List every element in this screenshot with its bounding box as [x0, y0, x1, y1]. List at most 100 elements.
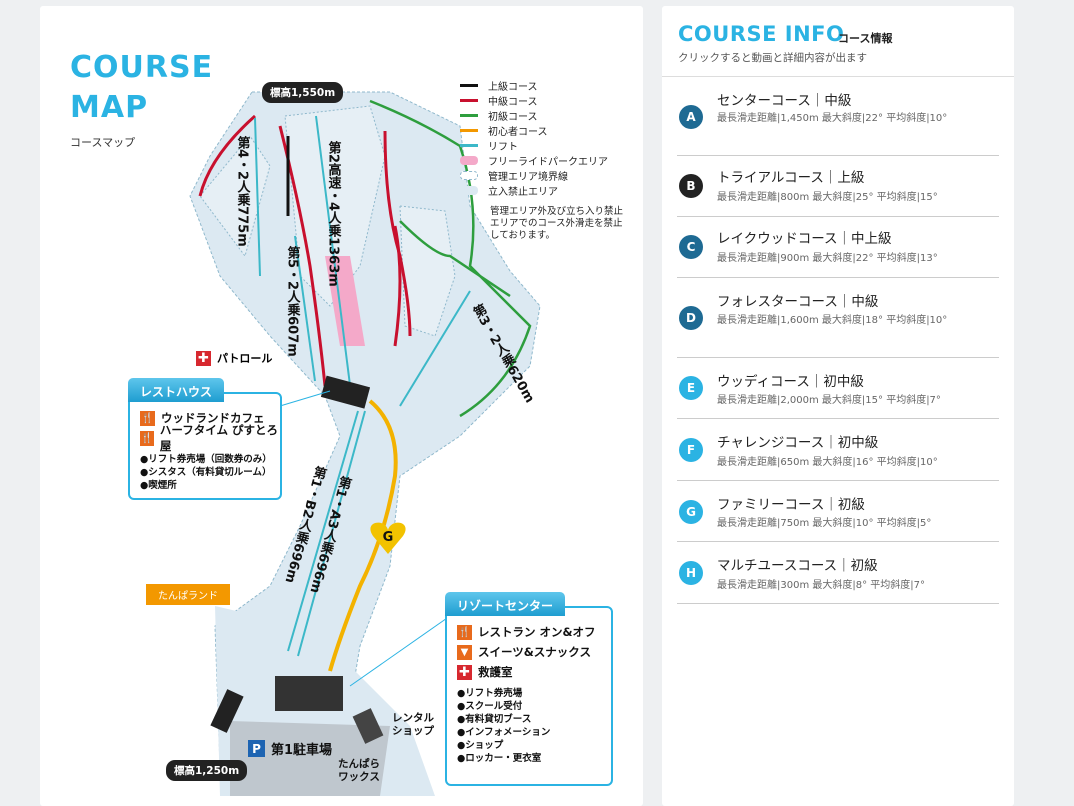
elevation-top-tag: 標高1,550m [262, 82, 344, 103]
legend-item: 立入禁止エリア [460, 183, 608, 198]
course-spec: 最長滑走距離|1,450m 最大斜度|22° 平均斜度|10° [717, 113, 948, 124]
course-item-b[interactable]: B トライアルコース｜上級 最長滑走距離|800m 最大斜度|25° 平均斜度|… [677, 156, 999, 217]
map-title-line1: COURSE [70, 50, 214, 85]
patrol-text: パトロール [217, 352, 273, 365]
lift-label-5: 第5・2人乗607m [285, 245, 302, 356]
lift-line [254, 117, 261, 277]
legend-item: 初心者コース [460, 123, 608, 138]
legend-item: 管理エリア境界線 [460, 168, 608, 183]
legend-swatch [460, 156, 478, 165]
lift-line [294, 235, 316, 382]
rest-house-item-text: ウッドランドカフェ [161, 411, 265, 425]
lift-label-4-text: 第4・2人乗775m [235, 135, 252, 246]
legend-label: 初心者コース [488, 127, 548, 138]
course-red [393, 225, 402, 347]
legend-swatch [460, 99, 478, 102]
course-spec: 最長滑走距離|1,600m 最大斜度|18° 平均斜度|10° [717, 315, 948, 326]
course-badge: E [679, 376, 703, 400]
info-title-ja: コース情報 [838, 32, 893, 45]
restaurant-icon: 🍴 [140, 410, 155, 426]
patrol-label: ✚ パトロール [196, 350, 272, 366]
rest-house-facility: ●シスタス（有料貸切ルーム） [140, 467, 272, 478]
legend-label: 中級コース [488, 97, 538, 108]
course-item-g[interactable]: G ファミリーコース｜初級 最長滑走距離|750m 最大斜度|10° 平均斜度|… [677, 481, 999, 542]
resort-facility: ●ショップ [457, 740, 504, 751]
course-info-panel: COURSE INFO コース情報 クリックすると動画と詳細内容が出ます A セ… [662, 6, 1014, 806]
course-item-a[interactable]: A センターコース｜中級 最長滑走距離|1,450m 最大斜度|22° 平均斜度… [677, 80, 999, 156]
course-item-e[interactable]: E ウッディコース｜初中級 最長滑走距離|2,000m 最大斜度|15° 平均斜… [677, 358, 999, 419]
elevation-bottom-tag: 標高1,250m [166, 760, 248, 781]
legend-label: 立入禁止エリア [488, 187, 558, 198]
side-building [210, 689, 244, 733]
tanpa-land-tag: たんぱランド [146, 584, 230, 605]
callout-line [349, 615, 451, 687]
rest-house-building [320, 375, 371, 409]
rental-building [352, 708, 384, 744]
resort-item: ✚ 救護室 [457, 662, 611, 682]
first-aid-icon: ✚ [457, 664, 472, 680]
resort-facility: ●インフォメーション [457, 727, 551, 738]
course-spec: 最長滑走距離|2,000m 最大斜度|15° 平均斜度|7° [717, 395, 941, 406]
rest-house-title: レストハウス [128, 378, 225, 402]
legend-swatch [460, 171, 478, 180]
course-spec: 最長滑走距離|900m 最大斜度|22° 平均斜度|13° [717, 253, 938, 264]
restaurant-icon: 🍴 [140, 430, 154, 446]
course-name: ファミリーコース｜初級 [717, 497, 865, 513]
map-legend: 上級コース 中級コース 初級コース 初心者コース リフト フリーライドパークエリ… [460, 78, 608, 198]
lift-line [287, 410, 359, 652]
legend-label: フリーライドパークエリア [488, 157, 608, 168]
course-badge: F [679, 438, 703, 462]
legend-label: リフト [488, 142, 518, 153]
course-name: フォレスターコース｜中級 [717, 294, 879, 310]
course-badge: A [679, 105, 703, 129]
course-item-c[interactable]: C レイクウッドコース｜中上級 最長滑走距離|900m 最大斜度|22° 平均斜… [677, 217, 999, 278]
rest-house-box: レストハウス 🍴ウッドランドカフェ 🍴ハーフタイム ぴすとろ屋 ●リフト券売場（… [128, 378, 282, 500]
course-green [369, 99, 532, 418]
resort-item-text: スイーツ&スナックス [478, 645, 591, 659]
parking-text: 第1駐車場 [271, 743, 333, 758]
course-red [278, 125, 327, 387]
legend-swatch [460, 114, 478, 117]
map-subtitle: コースマップ [70, 136, 136, 149]
freeride-park-area [325, 256, 365, 346]
resort-facility: ●有料貸切ブース [457, 714, 532, 725]
resort-item: ▼スイーツ&スナックス [457, 642, 611, 662]
first-aid-icon: ✚ [196, 350, 211, 366]
rest-house-item: 🍴 ウッドランドカフェ [140, 408, 280, 428]
legend-swatch [460, 129, 478, 132]
course-red [198, 114, 256, 197]
course-g-marker[interactable] [370, 522, 406, 554]
lift-line [399, 290, 471, 407]
course-name: マルチユースコース｜初級 [717, 558, 878, 574]
resort-item-text: 救護室 [478, 665, 513, 679]
course-badge: D [679, 306, 703, 330]
legend-item: リフト [460, 138, 608, 153]
resort-center-box: リゾートセンター 🍴レストラン オン&オフ ▼スイーツ&スナックス ✚ 救護室 ●… [445, 592, 613, 786]
rest-house-facility: ●リフト券売場（回数券のみ） [140, 454, 272, 465]
wax-label: たんぱら ワックス [338, 758, 380, 784]
legend-label: 初級コース [488, 112, 538, 123]
lift-line [315, 115, 353, 402]
resort-center-title: リゾートセンター [445, 592, 566, 616]
map-title-line2: MAP [70, 90, 149, 125]
resort-facility: ●リフト券売場 [457, 688, 523, 699]
course-item-f[interactable]: F チャレンジコース｜初中級 最長滑走距離|650m 最大斜度|16° 平均斜度… [677, 419, 999, 481]
course-map-panel: COURSE MAP コースマップ [40, 6, 643, 806]
info-description: クリックすると動画と詳細内容が出ます [678, 52, 867, 64]
course-item-d[interactable]: D フォレスターコース｜中級 最長滑走距離|1,600m 最大斜度|18° 平均… [677, 278, 999, 358]
course-name: ウッディコース｜初中級 [717, 374, 864, 390]
course-item-h[interactable]: H マルチユースコース｜初級 最長滑走距離|300m 最大斜度|8° 平均斜度|… [677, 542, 999, 604]
rental-shop-line1: レンタル [392, 712, 434, 724]
legend-note: 管理エリア外及び立ち入り禁止エリアでのコース外滑走を禁止しております。 [490, 206, 624, 241]
ski-map-drawing: G 第4・2人乗775m 第2高速・4人乗1363m 第5・2人乗607m 第3… [189, 91, 541, 796]
parking-lot [230, 721, 390, 796]
course-badge: B [679, 174, 703, 198]
wax-line2: ワックス [338, 771, 380, 783]
callout-line [279, 390, 331, 407]
lift-label-2: 第2高速・4人乗1363m [326, 140, 343, 286]
legend-item: 中級コース [460, 93, 608, 108]
restaurant-icon: 🍴 [457, 624, 472, 640]
resort-item: 🍴レストラン オン&オフ [457, 622, 611, 642]
course-g-label: G [383, 530, 394, 545]
rest-house-facility: ●喫煙所 [140, 480, 177, 491]
